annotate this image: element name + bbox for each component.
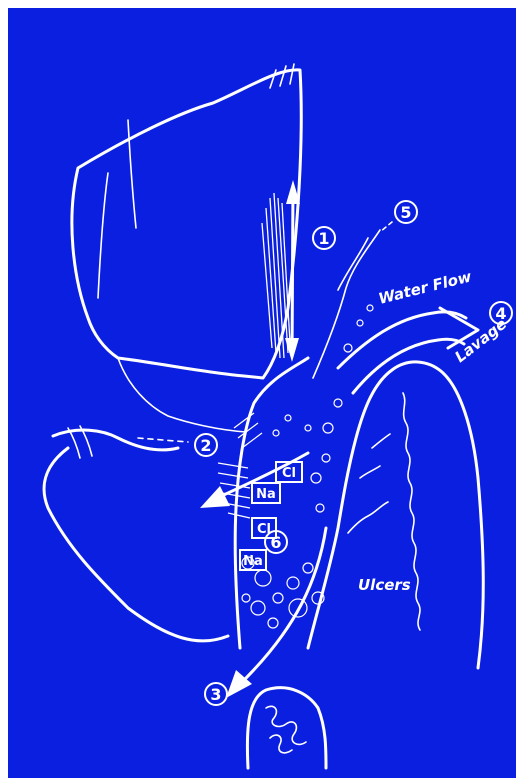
- svg-text:Na: Na: [256, 487, 276, 502]
- callout-1-label: 1: [318, 229, 329, 248]
- callout-5-label: 5: [400, 203, 411, 222]
- callout-3-label: 3: [210, 685, 221, 704]
- diagram-slide: 1 2 3 4 5 6 Cl Na Cl Na Water Flow Lavag: [8, 8, 516, 778]
- diagram-svg: 1 2 3 4 5 6 Cl Na Cl Na Water Flow Lavag: [8, 8, 516, 778]
- svg-text:Na: Na: [243, 554, 263, 569]
- svg-text:Cl: Cl: [257, 522, 271, 537]
- svg-text:Cl: Cl: [282, 466, 296, 481]
- ulcers-label: Ulcers: [358, 576, 411, 594]
- callout-2-label: 2: [200, 436, 211, 455]
